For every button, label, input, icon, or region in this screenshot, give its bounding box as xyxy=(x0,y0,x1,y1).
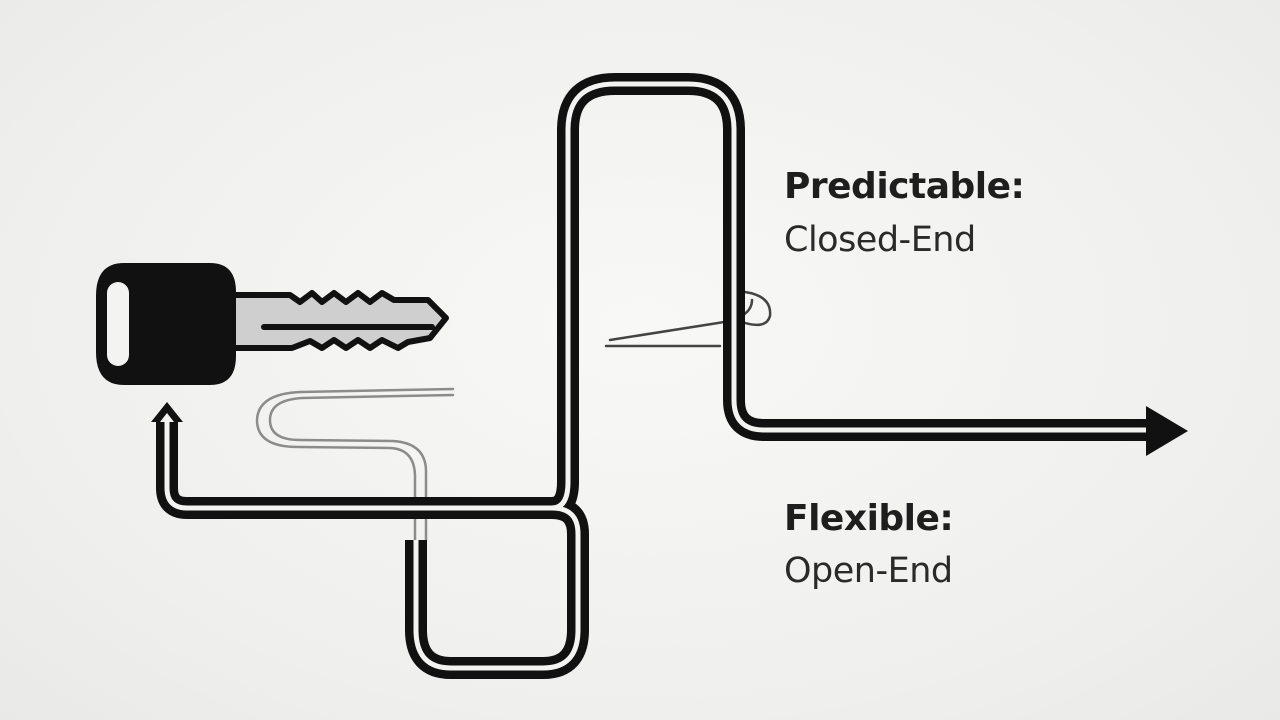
faint-connector-line xyxy=(604,290,772,348)
faint-winding-path xyxy=(255,387,455,542)
arrow-up-icon xyxy=(151,402,183,422)
main-route-path xyxy=(156,73,1150,679)
flexible-title: Flexible: xyxy=(784,498,954,539)
car-key-icon xyxy=(96,263,449,385)
arrow-right-icon xyxy=(1146,406,1188,456)
predictable-title: Predictable: xyxy=(784,166,1025,207)
predictable-subtitle: Closed-End xyxy=(784,220,976,260)
flexible-subtitle: Open-End xyxy=(784,551,953,591)
